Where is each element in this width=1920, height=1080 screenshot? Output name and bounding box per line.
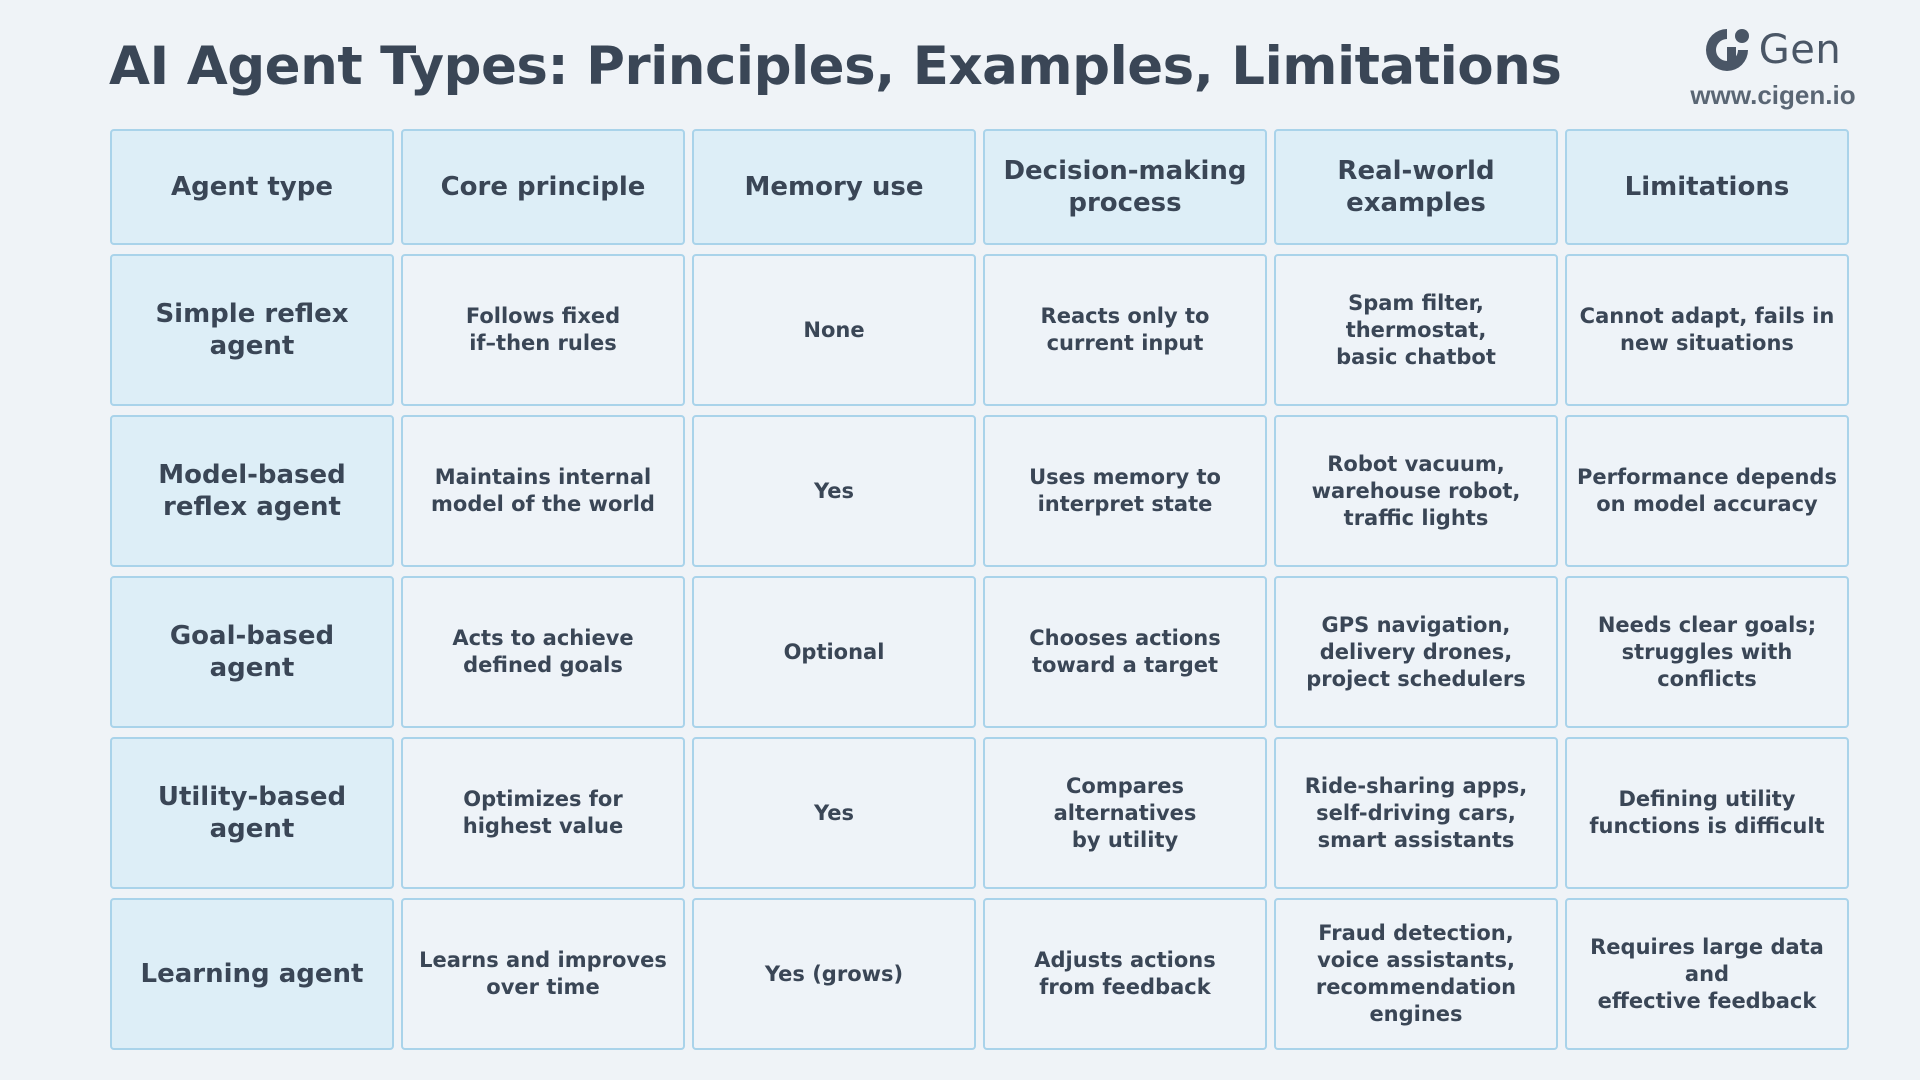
row-learning-decision: Adjusts actions from feedback — [983, 898, 1267, 1050]
row-utility-based-limitations: Defining utility functions is difficult — [1565, 737, 1849, 889]
row-model-based-limitations: Performance depends on model accuracy — [1565, 415, 1849, 567]
row-goal-based-principle: Acts to achieve defined goals — [401, 576, 685, 728]
row-utility-based-decision: Compares alternatives by utility — [983, 737, 1267, 889]
row-model-based-memory: Yes — [692, 415, 976, 567]
cigen-logo: Gen — [1668, 22, 1878, 78]
header-limitations: Limitations — [1565, 129, 1849, 245]
row-utility-based-examples: Ride-sharing apps, self-driving cars, sm… — [1274, 737, 1558, 889]
logo-text: Gen — [1758, 27, 1842, 73]
row-simple-reflex-principle: Follows fixed if–then rules — [401, 254, 685, 406]
header-agent-type: Agent type — [110, 129, 394, 245]
row-goal-based-type: Goal-based agent — [110, 576, 394, 728]
row-simple-reflex-decision: Reacts only to current input — [983, 254, 1267, 406]
row-learning-memory: Yes (grows) — [692, 898, 976, 1050]
row-learning-limitations: Requires large data and effective feedba… — [1565, 898, 1849, 1050]
header-decision-making: Decision-making process — [983, 129, 1267, 245]
brand-block: Gen www.cigen.io — [1668, 22, 1878, 111]
website-url: www.cigen.io — [1690, 80, 1856, 110]
row-goal-based-decision: Chooses actions toward a target — [983, 576, 1267, 728]
row-goal-based-limitations: Needs clear goals; struggles with confli… — [1565, 576, 1849, 728]
row-model-based-decision: Uses memory to interpret state — [983, 415, 1267, 567]
row-simple-reflex-type: Simple reflex agent — [110, 254, 394, 406]
row-simple-reflex-examples: Spam filter, thermostat, basic chatbot — [1274, 254, 1558, 406]
row-simple-reflex-limitations: Cannot adapt, fails in new situations — [1565, 254, 1849, 406]
row-model-based-principle: Maintains internal model of the world — [401, 415, 685, 567]
row-learning-type: Learning agent — [110, 898, 394, 1050]
row-goal-based-memory: Optional — [692, 576, 976, 728]
header-core-principle: Core principle — [401, 129, 685, 245]
row-goal-based-examples: GPS navigation, delivery drones, project… — [1274, 576, 1558, 728]
row-simple-reflex-memory: None — [692, 254, 976, 406]
header-examples: Real-world examples — [1274, 129, 1558, 245]
row-utility-based-memory: Yes — [692, 737, 976, 889]
row-model-based-examples: Robot vacuum, warehouse robot, traffic l… — [1274, 415, 1558, 567]
row-utility-based-principle: Optimizes for highest value — [401, 737, 685, 889]
row-learning-principle: Learns and improves over time — [401, 898, 685, 1050]
header-memory-use: Memory use — [692, 129, 976, 245]
row-learning-examples: Fraud detection, voice assistants, recom… — [1274, 898, 1558, 1050]
row-utility-based-type: Utility-based agent — [110, 737, 394, 889]
page-title: AI Agent Types: Principles, Examples, Li… — [109, 36, 1562, 97]
row-model-based-type: Model-based reflex agent — [110, 415, 394, 567]
agent-types-table: Agent type Core principle Memory use Dec… — [110, 129, 1850, 1050]
cigen-logo-icon — [1705, 29, 1749, 71]
